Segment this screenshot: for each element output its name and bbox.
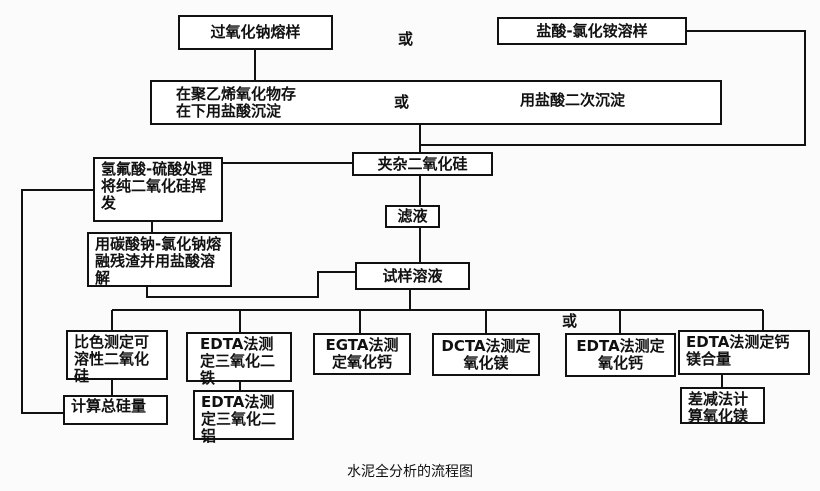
node-total-si: 计算总硅量 <box>63 395 168 425</box>
node-dcta-mgo: DCTA法测定氧化镁 <box>432 333 540 376</box>
node-na2co3-fusion: 用碳酸钠-氯化钠熔融残渣并用盐酸溶解 <box>87 232 232 287</box>
node-colorimetric-sio2: 比色测定可溶性二氧化硅 <box>66 330 168 385</box>
line-branch-drops <box>111 310 764 333</box>
or-label: 或 <box>394 93 410 111</box>
peo-line1: 在聚乙烯氧化物存 <box>176 85 297 103</box>
node-impure-sio2: 夹杂二氧化硅 <box>352 152 493 176</box>
node-hcl-nh4cl: 盐酸-氯化铵溶样 <box>497 17 687 45</box>
hcl-twice: 用盐酸二次沉淀 <box>520 91 626 109</box>
node-filtrate: 滤液 <box>385 205 440 228</box>
line-na2co3-to-solution <box>146 271 355 298</box>
or-label: 或 <box>562 312 578 330</box>
or-label: 或 <box>398 30 414 48</box>
node-diff-mgo: 差减法计算氧化镁 <box>680 387 765 425</box>
peo-line2: 在下用盐酸沉淀 <box>176 102 282 120</box>
node-na2o2-fusion: 过氧化钠熔样 <box>178 15 333 50</box>
line-solution-branch <box>112 290 763 311</box>
node-sample-solution: 试样溶液 <box>355 262 470 290</box>
node-edta-fe2o3: EDTA法测定三氧化二铁 <box>186 332 292 387</box>
node-edta-cao: EDTA法测定氧化钙 <box>565 333 676 377</box>
node-precipitation: 在聚乙烯氧化物存 在下用盐酸沉淀 或 用盐酸二次沉淀 <box>150 80 722 125</box>
node-hf-treatment: 氢氟酸-硫酸处理将纯二氧化硅挥发 <box>93 157 223 222</box>
node-edta-ca-mg: EDTA法测定钙镁合量 <box>678 330 810 375</box>
node-egta-cao: EGTA法测定氧化钙 <box>313 333 411 375</box>
line-left-loop <box>21 189 93 414</box>
figure-caption: 水泥全分析的流程图 <box>347 464 473 480</box>
node-edta-al2o3: EDTA法测定三氧化二铝 <box>193 390 294 445</box>
